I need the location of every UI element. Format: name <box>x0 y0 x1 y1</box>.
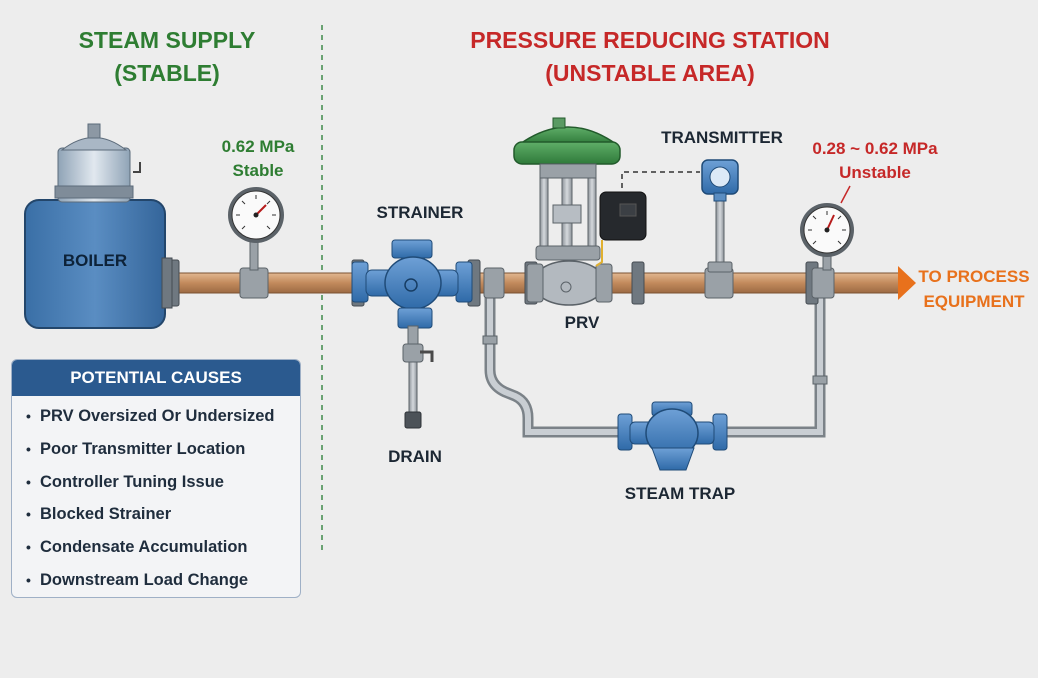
prv <box>513 117 700 306</box>
transmitter <box>701 159 739 273</box>
causes-list: •PRV Oversized Or Undersized •Poor Trans… <box>12 400 300 597</box>
pressure-gauge-2 <box>800 185 854 271</box>
pressure-gauge-1 <box>228 187 284 271</box>
strainer-label: STRAINER <box>377 203 464 222</box>
list-item: •Poor Transmitter Location <box>26 439 246 458</box>
drain-label: DRAIN <box>388 447 442 466</box>
transmitter-label: TRANSMITTER <box>661 128 783 147</box>
gauge1-state: Stable <box>232 161 283 180</box>
potential-causes-title: POTENTIAL CAUSES <box>12 360 300 396</box>
steam-trap <box>617 401 728 471</box>
list-item: •PRV Oversized Or Undersized <box>26 407 275 425</box>
gauge1-value: 0.62 MPa <box>222 137 295 156</box>
boiler-label: BOILER <box>63 251 127 270</box>
prs-title: PRESSURE REDUCING STATION <box>470 27 830 53</box>
bypass-line <box>482 285 828 438</box>
strainer <box>351 239 473 429</box>
list-item: •Downstream Load Change <box>26 570 249 589</box>
cause-text: Blocked Strainer <box>40 505 172 524</box>
list-item: •Controller Tuning Issue <box>26 472 224 491</box>
cause-text: Downstream Load Change <box>40 570 249 589</box>
process-label-line2: EQUIPMENT <box>923 292 1025 311</box>
cause-text: PRV Oversized Or Undersized <box>40 407 275 425</box>
prv-label: PRV <box>565 313 600 332</box>
steam-supply-title: STEAM SUPPLY <box>79 27 256 53</box>
boiler: BOILER <box>24 123 173 329</box>
prs-subtitle: (UNSTABLE AREA) <box>545 60 755 86</box>
list-item: •Blocked Strainer <box>26 505 172 524</box>
potential-causes-panel: POTENTIAL CAUSES •PRV Oversized Or Under… <box>11 359 301 598</box>
gauge2-value: 0.28 ~ 0.62 MPa <box>812 139 938 158</box>
cause-text: Condensate Accumulation <box>40 538 248 557</box>
list-item: •Condensate Accumulation <box>26 538 248 557</box>
process-label-line1: TO PROCESS <box>918 267 1029 286</box>
steam-trap-label: STEAM TRAP <box>625 484 736 503</box>
flow-arrow <box>898 266 916 300</box>
cause-text: Poor Transmitter Location <box>40 439 246 458</box>
cause-text: Controller Tuning Issue <box>40 472 224 491</box>
gauge2-state: Unstable <box>839 163 911 182</box>
steam-supply-subtitle: (STABLE) <box>114 60 220 86</box>
